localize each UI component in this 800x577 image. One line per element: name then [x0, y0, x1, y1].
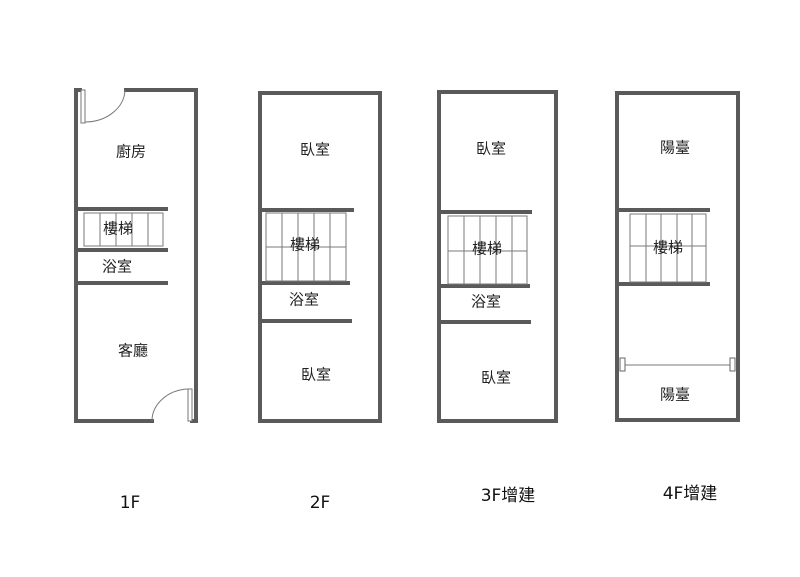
- room-bedroom: 臥室: [481, 369, 511, 387]
- room-stairs: 樓梯: [103, 220, 133, 238]
- floor-label: 2F: [310, 493, 331, 513]
- room-stairs: 樓梯: [472, 240, 502, 258]
- room-bedroom: 臥室: [301, 366, 331, 384]
- room-kitchen: 廚房: [116, 143, 146, 161]
- floor-2f: 臥室 樓梯 浴室 臥室 2F: [258, 91, 382, 513]
- room-stairs: 樓梯: [290, 236, 320, 254]
- room-balcony: 陽臺: [660, 386, 690, 404]
- floor-label: 4F增建: [663, 484, 718, 504]
- exterior-wall: [615, 91, 740, 422]
- room-balcony: 陽臺: [660, 139, 690, 157]
- room-bathroom: 浴室: [289, 291, 319, 309]
- exterior-wall: [437, 90, 558, 423]
- staircase: [617, 208, 710, 286]
- room-bathroom: 浴室: [471, 293, 501, 311]
- floor-label: 1F: [120, 493, 141, 513]
- staircase: [260, 208, 354, 285]
- room-bedroom: 臥室: [300, 141, 330, 159]
- floor-1f: 廚房 樓梯 浴室 客廳 1F: [74, 88, 198, 513]
- room-stairs: 樓梯: [653, 239, 683, 257]
- floor-4f: 陽臺 樓梯 陽臺 4F增建: [615, 91, 740, 504]
- exterior-wall: [258, 91, 382, 423]
- exterior-wall: [74, 88, 198, 423]
- door-top: [80, 89, 126, 124]
- floor-3f: 臥室 樓梯 浴室 臥室 3F增建: [437, 90, 558, 506]
- room-bedroom: 臥室: [476, 140, 506, 158]
- sliding-window: [619, 357, 736, 372]
- staircase: [76, 207, 168, 252]
- staircase: [439, 210, 532, 288]
- room-living: 客廳: [118, 342, 148, 360]
- door-bottom: [151, 388, 193, 422]
- room-bathroom: 浴室: [102, 258, 132, 276]
- floor-label: 3F增建: [481, 486, 536, 506]
